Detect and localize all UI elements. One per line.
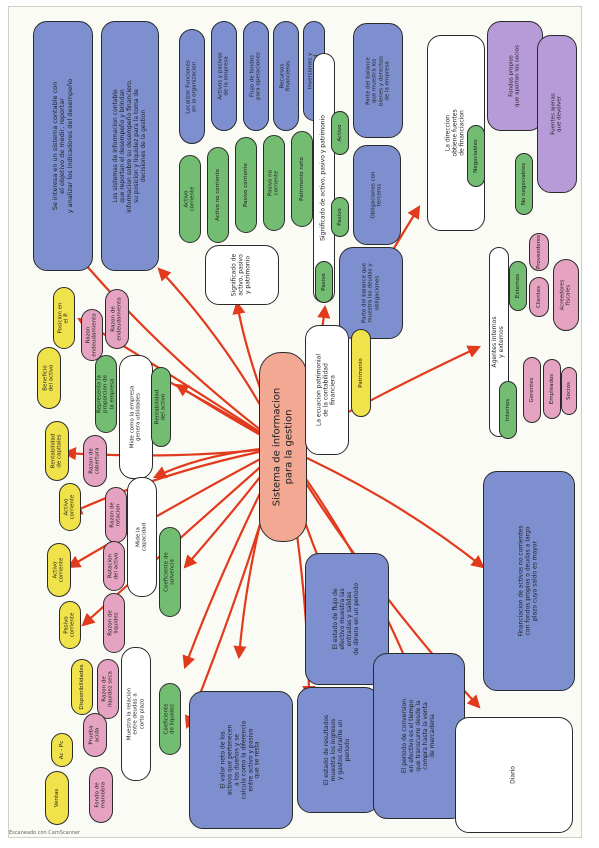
equation-box: La ecuacion patrimonial de la contabilid… (305, 325, 349, 455)
pasivo-definition: Parte del balance que muestra las deudas… (339, 247, 403, 339)
right-bubble: Financiacion de activos no corrientes co… (483, 471, 575, 691)
activo-definition: Parte del balance que muestra los bienes… (353, 23, 403, 138)
pink-liquidez: Razon de liquidez (103, 593, 125, 653)
ledger-box: Diario (455, 717, 573, 833)
yellow-pasivo-corriente: Pasivo corriente (59, 601, 81, 649)
yellow-activo-corriente: Activo corriente (47, 543, 71, 597)
pink-socios: Socios (561, 367, 577, 415)
pink-cobertura: Razon de cobertura (83, 435, 107, 487)
pink-fondo-maniobra: Fondo de maniobra (89, 767, 113, 823)
white-definition-box: Significado de activo, pasivo y patrimon… (205, 245, 279, 305)
yellow-neto: Activo corriente (59, 483, 81, 531)
tag-internos: Internos (499, 381, 517, 439)
tag-externos: Externos (509, 261, 527, 311)
bottom-bubble-2: El estado de resultados muestra los ingr… (297, 687, 379, 813)
yellow-patrimonio: Patrimonio (351, 329, 371, 417)
bottom-bubble-1: El valor neto de los activos que pertene… (189, 691, 293, 829)
top-block-1: Localizar Funciones en la organizacion (179, 29, 205, 144)
pink-prueba-acida: Prueba acida (83, 713, 107, 757)
top-block-3: Flujo de fondos para operaciones (243, 21, 269, 131)
white-mide-empresa: Mide como la empresa genera utilidades (119, 355, 153, 479)
connector-arrow (282, 445, 485, 569)
block-pasivo-no-corriente: Pasivo no corriente (263, 135, 285, 231)
accounting-systems-bubble: Los sistemas de informacion contable que… (101, 21, 159, 271)
yellow-ac-pc: Ac - Pc (51, 733, 73, 767)
central-topic: Sistema de informacion para la gestion (259, 352, 307, 542)
pink-proveedores: Proveedores (529, 233, 549, 271)
block-pasivo-corriente: Pasivo corriente (235, 137, 257, 233)
yellow-disponibilidad: Disponibilidades (71, 659, 93, 715)
block-activo-corriente: Activo corriente (179, 155, 201, 243)
pink-empleados: Empleados (543, 359, 561, 419)
pink-rotacion-activo: Rotacion del activo (103, 541, 125, 591)
connector-arrow (68, 445, 284, 515)
green-rentabilidad-activo: Rentabilidad del activo (151, 367, 171, 447)
white-mide-capacidad: Mide la capacidad (127, 477, 157, 597)
tag-pasivo: Pasivo (331, 197, 349, 237)
connector-arrow (77, 255, 284, 448)
yellow-ventas: Ventas (45, 771, 69, 825)
tag-negociables: Negociables (467, 125, 485, 187)
pink-razon-endeudamiento: Razon de endeudamiento (105, 289, 129, 349)
block-activo-no-corriente: Activo no corriente (207, 147, 229, 243)
connector-arrow (67, 446, 284, 569)
yellow-beneficio-2: Rentabilidad de capitales (45, 421, 69, 481)
pink-acreedores: Acreedores fiscales (553, 259, 579, 331)
bottom-bubble-4: El periodo de conversion en efectivo es … (373, 653, 465, 819)
tag-pasivo-lower: Pasivo (315, 261, 333, 303)
green-coeficiente-liquidez: Coeficiente de liquidez (159, 683, 181, 755)
tag-activo: Activo (331, 111, 349, 155)
yellow-rentabilidad: Posicion en el P. (53, 287, 75, 349)
white-relacion-deudas: Muestra la relacion entre deudas a corto… (121, 647, 151, 781)
scanner-footer: Escaneado con CamScanner (9, 830, 81, 836)
pink-endeudamiento: Razon endeudamiento (81, 309, 103, 361)
yellow-beneficio: Beneficio del activo (37, 347, 61, 409)
pink-ratio-rotacion: Razon de liquidez seca (97, 659, 119, 719)
block-patrimonio-neto: Patrimonio neto (291, 131, 313, 227)
top-block-2: Activos y pasivos de la empresa (211, 21, 237, 131)
green-coeficiente-solvencia: Coeficiente de solvencia (159, 527, 181, 617)
top-block-4: Recursos financieros (273, 21, 299, 131)
intro-bubble: Se interesa en un sistema contable con e… (33, 21, 93, 271)
central-topic-label: Sistema de informacion para la gestion (271, 387, 295, 507)
tag-no-negociables: No negociables (515, 153, 533, 215)
pink-clientes: Clientes (529, 277, 549, 317)
purple-own-funds: Fondos propios que aportan los socios (487, 21, 543, 131)
mind-map-page: Sistema de informacion para la gestion S… (8, 6, 582, 838)
green-representa: Representa la proporcion de la empresa (95, 355, 117, 433)
pasivo-note: Obligaciones con terceros (353, 145, 401, 245)
pink-rotacion: Razon de rotacion (105, 487, 127, 543)
purple-external-funds: Fuentes ajenas que devolver (537, 35, 577, 193)
pink-gerentes: Gerentes (523, 357, 541, 423)
